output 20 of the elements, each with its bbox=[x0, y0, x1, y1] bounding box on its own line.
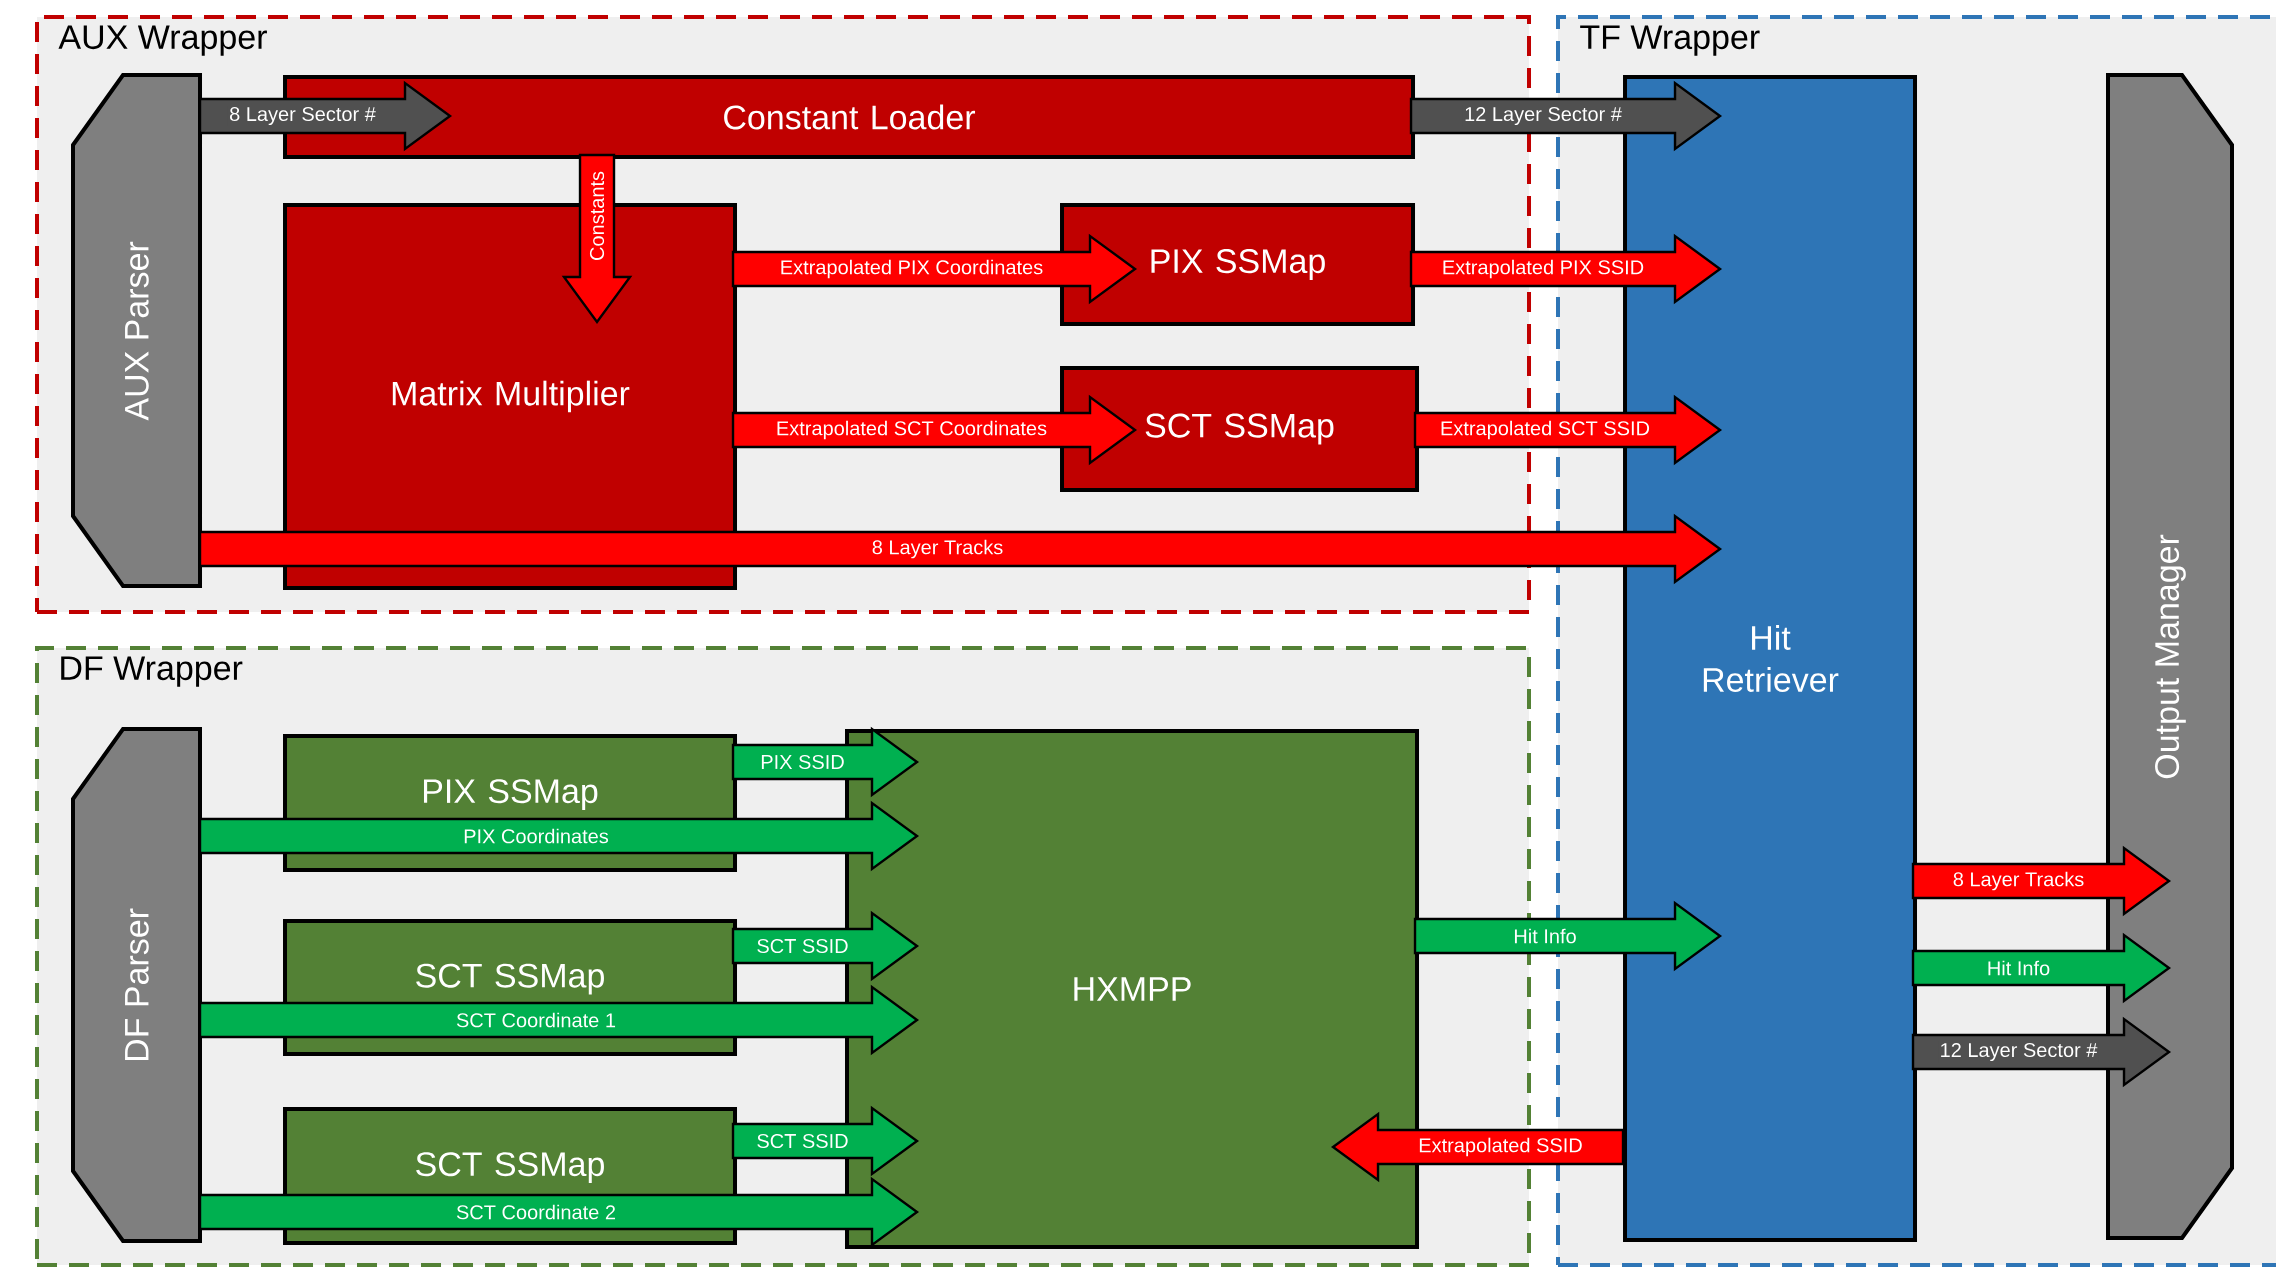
arrow-label: SCT Coordinate 1 bbox=[454, 1011, 618, 1029]
arrow-label: PIX Coordinates bbox=[462, 827, 611, 845]
arrow-label: 8 Layer Tracks bbox=[870, 538, 1005, 560]
arrow-label: SCT Coordinate 2 bbox=[454, 1203, 618, 1221]
block-arrow bbox=[198, 1176, 920, 1248]
module-box: SCT SSMap bbox=[1060, 366, 1419, 492]
arrow-label: 8 Layer Tracks bbox=[1951, 870, 2086, 892]
module-block: Output Manager bbox=[2106, 73, 2234, 1240]
module-block: DF Parser bbox=[71, 727, 202, 1243]
arrow-label: Hit Info bbox=[1985, 959, 2052, 977]
arrow-label: Extrapolated SCT Coordinates bbox=[774, 419, 1049, 441]
module-box: PIX SSMap bbox=[1060, 203, 1415, 326]
block-arrow bbox=[198, 800, 920, 872]
block-arrow bbox=[1911, 932, 2172, 1004]
block-arrow bbox=[198, 984, 920, 1056]
module-block: AUX Parser bbox=[71, 73, 202, 588]
arrow-label: Extrapolated PIX Coordinates bbox=[778, 258, 1045, 280]
block-arrow bbox=[198, 513, 1723, 585]
arrow-label: 12 Layer Sector # bbox=[1938, 1041, 2099, 1063]
block-arrow bbox=[1413, 900, 1723, 972]
